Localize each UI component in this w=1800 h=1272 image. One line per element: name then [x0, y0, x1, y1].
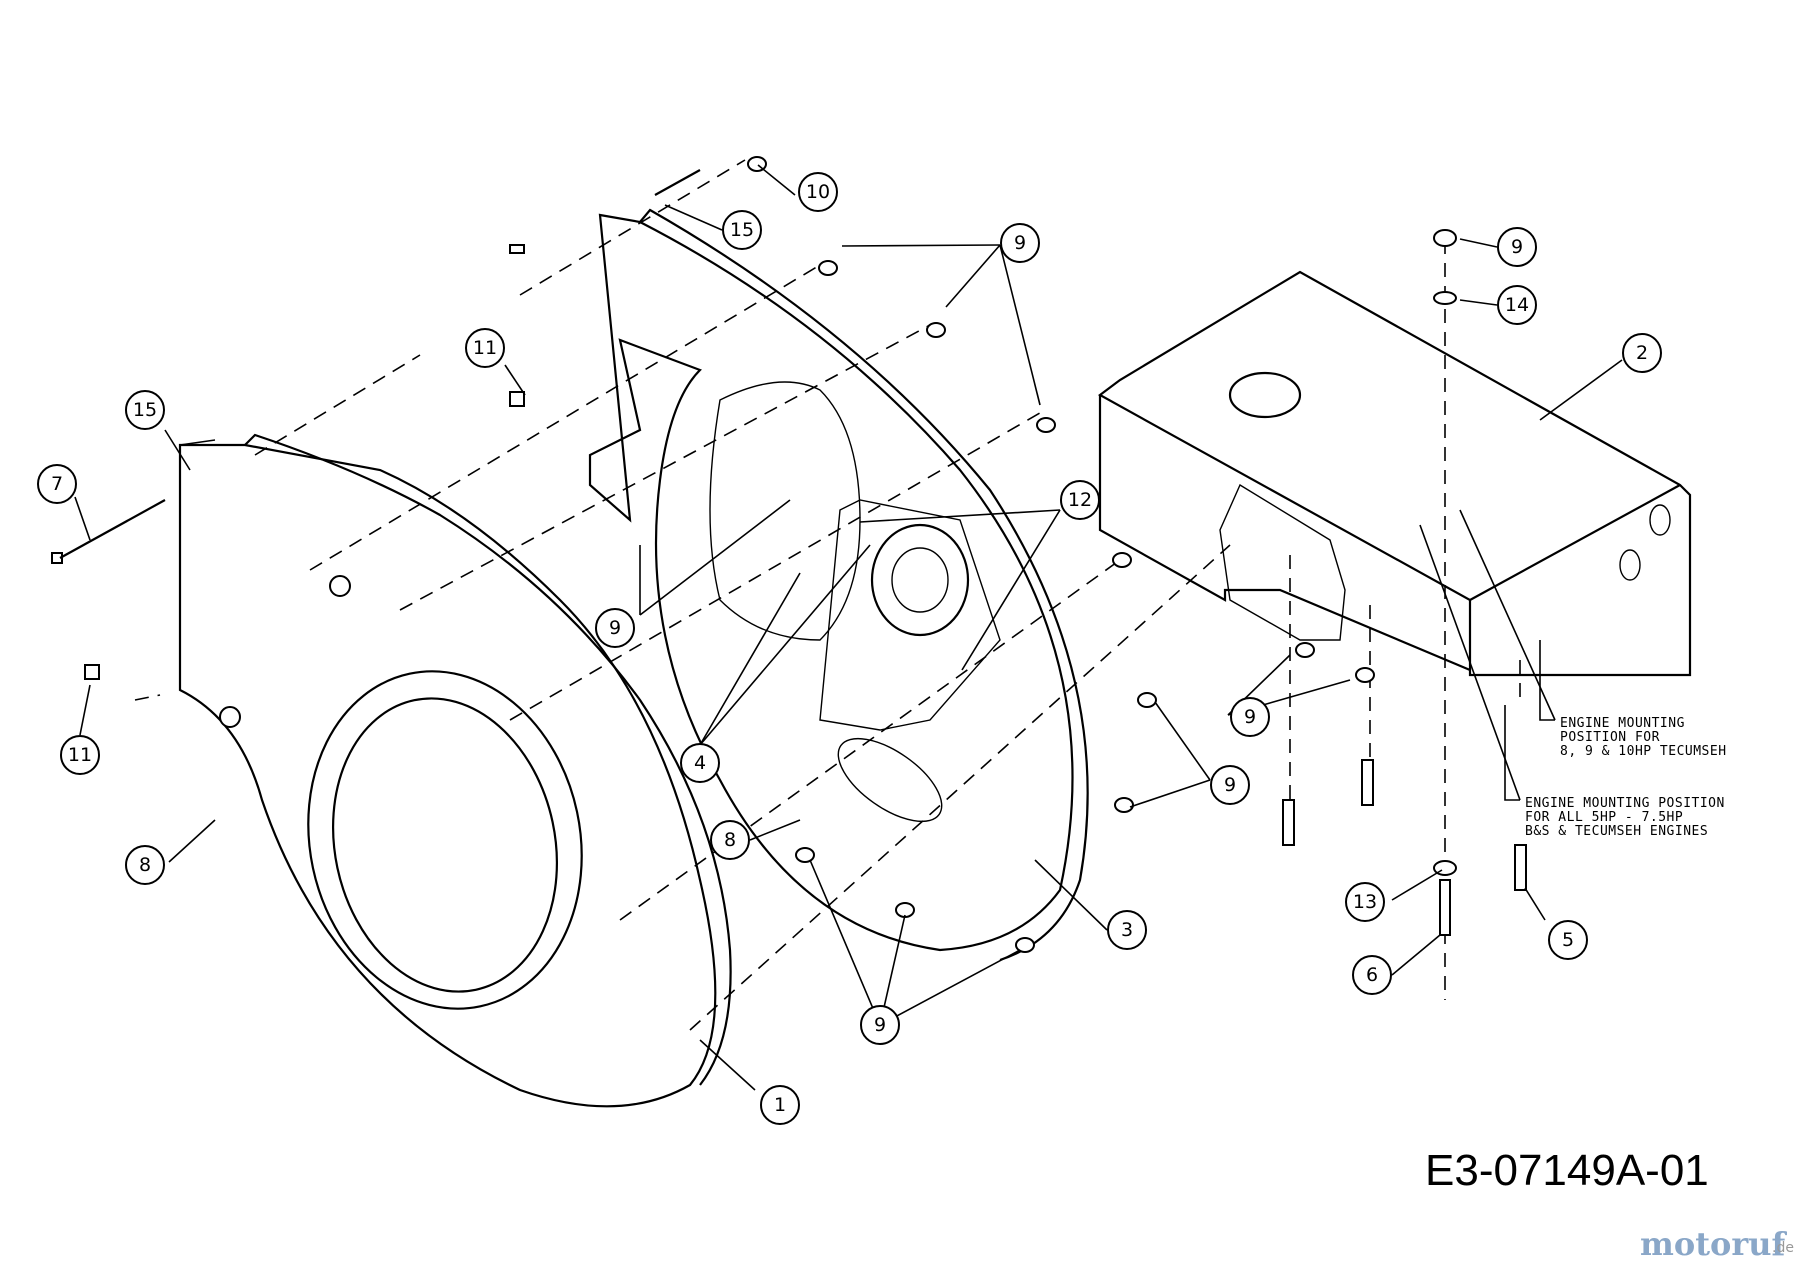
callout-label: 15	[730, 219, 754, 241]
callout-label: 9	[1511, 236, 1523, 258]
callout-label: 9	[874, 1014, 886, 1036]
note-engine-mount-5-75hp: ENGINE MOUNTING POSITION FOR ALL 5HP - 7…	[1525, 796, 1725, 839]
watermark-logo: motoruf .de	[1640, 1225, 1794, 1263]
callout-bubble-10: 10	[798, 172, 838, 212]
callout-label: 9	[1224, 774, 1236, 796]
callout-bubble-1: 1	[760, 1085, 800, 1125]
assembly-dashed-lines	[134, 159, 1521, 1031]
callout-label: 8	[724, 829, 736, 851]
note-line: FOR ALL 5HP - 7.5HP	[1525, 810, 1683, 825]
callout-bubble-11-top: 11	[465, 328, 505, 368]
callout-bubble-9-bottom: 9	[860, 1005, 900, 1045]
callout-label: 9	[1014, 232, 1026, 254]
callout-label: 3	[1121, 919, 1133, 941]
callout-bubble-2: 2	[1622, 333, 1662, 373]
callout-bubble-7: 7	[37, 464, 77, 504]
callout-label: 2	[1636, 342, 1648, 364]
callout-label: 11	[68, 744, 92, 766]
callout-label: 1	[774, 1094, 786, 1116]
callout-label: 12	[1068, 489, 1092, 511]
callout-bubble-14: 14	[1497, 285, 1537, 325]
callout-label: 7	[51, 473, 63, 495]
callout-label: 6	[1366, 964, 1378, 986]
callout-bubble-11-left: 11	[60, 735, 100, 775]
callout-label: 9	[609, 617, 621, 639]
callout-bubble-12: 12	[1060, 480, 1100, 520]
callout-bubble-3: 3	[1107, 910, 1147, 950]
callout-bubble-9-top: 9	[1000, 223, 1040, 263]
callout-label: 9	[1244, 706, 1256, 728]
callout-label: 10	[806, 181, 830, 203]
rear-housing-part-3	[588, 208, 1089, 962]
callout-bubble-15-left: 15	[125, 390, 165, 430]
callout-label: 13	[1353, 891, 1377, 913]
callout-bubble-4: 4	[680, 743, 720, 783]
callout-bubble-6: 6	[1352, 955, 1392, 995]
callout-label: 15	[133, 399, 157, 421]
note-line: ENGINE MOUNTING	[1560, 716, 1685, 731]
callout-bubble-13: 13	[1345, 882, 1385, 922]
callout-label: 11	[473, 337, 497, 359]
front-housing-part-1	[178, 433, 732, 1108]
note-engine-mount-8-10hp: ENGINE MOUNTING POSITION FOR 8, 9 & 10HP…	[1560, 716, 1727, 759]
callout-bubble-9-center-left: 9	[595, 608, 635, 648]
note-line: B&S & TECUMSEH ENGINES	[1525, 824, 1708, 839]
callout-bubble-9-center-right: 9	[1210, 765, 1250, 805]
watermark-tld: .de	[1772, 1240, 1794, 1256]
callout-bubble-8-center: 8	[710, 820, 750, 860]
callout-bubble-9-right-mid: 9	[1230, 697, 1270, 737]
frame-box-part-2	[1097, 270, 1692, 677]
callout-bubble-8-left: 8	[125, 845, 165, 885]
leader-lines	[74, 164, 1623, 1091]
drawing-reference-number: E3-07149A-01	[1425, 1146, 1709, 1195]
callout-bubble-9-right-top: 9	[1497, 227, 1537, 267]
note-line: POSITION FOR	[1560, 730, 1660, 745]
note-line: ENGINE MOUNTING POSITION	[1525, 796, 1725, 811]
callout-label: 5	[1562, 929, 1574, 951]
note-line: 8, 9 & 10HP TECUMSEH	[1560, 744, 1727, 759]
callout-bubble-5: 5	[1548, 920, 1588, 960]
callout-label: 4	[694, 752, 706, 774]
watermark-brand: motoruf	[1640, 1225, 1787, 1263]
callout-bubble-15-top: 15	[722, 210, 762, 250]
callout-label: 8	[139, 854, 151, 876]
callout-label: 14	[1505, 294, 1529, 316]
